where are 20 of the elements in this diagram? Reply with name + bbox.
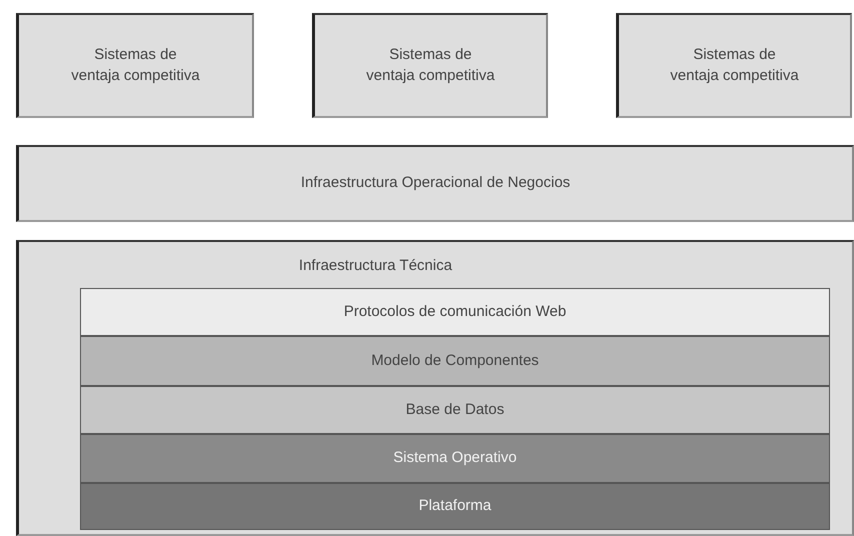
infrastructure-panel <box>16 240 854 536</box>
box-label: Infraestructura Operacional de Negocios <box>300 173 570 194</box>
box-label: Sistemas de ventaja competitiva <box>366 45 496 86</box>
box-label: Base de Datos <box>406 400 504 420</box>
box-label: Sistemas de ventaja competitiva <box>670 45 800 86</box>
layer-band <box>80 288 830 336</box>
system-box <box>312 13 548 118</box>
system-box <box>16 13 254 118</box>
panel-heading: Infraestructura Técnica <box>298 256 454 276</box>
box-label: Plataforma <box>418 496 492 516</box>
box-label: Sistema Operativo <box>393 448 517 468</box>
layer-band <box>80 434 830 483</box>
layer-band <box>80 386 830 434</box>
layer-band <box>80 483 830 530</box>
box-label: Protocolos de comunicación Web <box>344 302 566 322</box>
box-label: Sistemas de ventaja competitiva <box>70 45 200 86</box>
system-box <box>616 13 852 118</box>
infrastructure-band <box>16 145 854 222</box>
box-label: Modelo de Componentes <box>371 350 539 371</box>
layer-band <box>80 336 830 386</box>
